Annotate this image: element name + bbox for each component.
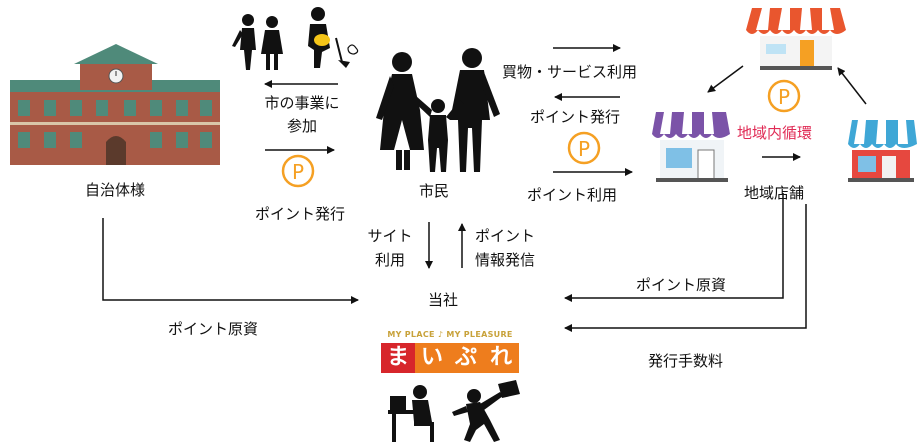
logo-char-pu: ぷ (454, 345, 477, 370)
arrow-shop-to-shop-top (707, 65, 744, 93)
site-use-label-line1: サイト (367, 227, 413, 245)
logo-char-re: れ (489, 345, 512, 370)
flow-arrows (102, 44, 867, 332)
point-use-label: ポイント利用 (527, 186, 618, 204)
local-circulation-label: 地域内循環 (737, 124, 813, 142)
point-coin-right-letter: P (778, 85, 790, 109)
company-label: 当社 (428, 291, 459, 309)
shopping-label: 買物・サービス利用 (502, 63, 638, 81)
point-funding-left-label: ポイント原資 (168, 320, 259, 338)
point-info-label-line1: ポイント (475, 227, 536, 245)
volunteers-icon (232, 7, 359, 70)
municipality-building-icon (10, 44, 220, 165)
point-issue-right-label: ポイント発行 (530, 108, 621, 126)
citizens-family-icon (376, 48, 500, 172)
municipality-label: 自治体様 (85, 181, 146, 199)
point-coin-middle-letter: P (578, 137, 590, 161)
office-workers-icon (388, 380, 520, 442)
arrow-municipality-funding (102, 218, 359, 304)
point-coin-middle-icon (567, 131, 601, 165)
shop-left-icon (652, 112, 730, 182)
arrow-shop-right-to-top (837, 67, 867, 105)
point-info-label-line2: 情報発信 (475, 251, 536, 269)
shop-top-icon (746, 8, 846, 70)
logo-char-i: い (420, 345, 443, 370)
arrow-issuing-fee (564, 204, 807, 332)
point-coin-left-icon (281, 154, 315, 188)
point-coin-left-letter: P (292, 160, 304, 184)
point-funding-right-label: ポイント原資 (636, 276, 727, 294)
participate-label-line2: 参加 (286, 117, 317, 135)
maipure-logo (381, 343, 519, 373)
participate-label-line1: 市の事業に (264, 94, 340, 112)
local-shops-label: 地域店舗 (744, 184, 805, 202)
point-issue-left-label: ポイント発行 (255, 205, 346, 223)
logo-char-ma: ま (386, 345, 409, 370)
issuing-fee-label: 発行手数料 (648, 352, 724, 370)
logo-tagline: MY PLACE ♪ MY PLEASURE (387, 330, 513, 339)
point-coin-right-icon (767, 79, 801, 113)
shop-right-icon (848, 120, 917, 182)
arrow-shop-funding (564, 193, 784, 302)
citizens-label: 市民 (419, 182, 450, 200)
site-use-label-line2: 利用 (374, 251, 405, 269)
